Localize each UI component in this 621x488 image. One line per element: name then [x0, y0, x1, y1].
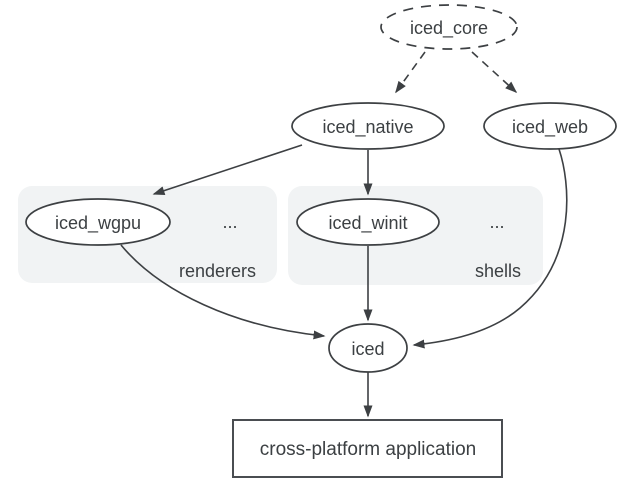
edge-wgpu-to-iced: [120, 244, 326, 340]
node-cross-platform-application: [232, 419, 503, 478]
shells-group-label: shells: [475, 261, 521, 281]
edge-core-to-native: [395, 51, 426, 94]
node-iced-winit-label: iced_winit: [328, 213, 407, 234]
node-iced-winit: [296, 198, 440, 246]
edge-native-to-wgpu: [152, 144, 303, 195]
node-cross-platform-application-label: cross-platform application: [260, 439, 476, 460]
node-iced-web: [483, 102, 617, 150]
edge-web-to-iced: [412, 148, 568, 349]
node-iced: [328, 323, 408, 373]
edge-core-to-web: [471, 51, 518, 94]
node-iced-wgpu: [25, 198, 171, 246]
node-iced-native: [291, 102, 445, 150]
renderers-ellipsis: ...: [222, 212, 237, 232]
node-iced-core: [380, 4, 518, 50]
node-iced-native-label: iced_native: [322, 117, 413, 138]
node-iced-wgpu-label: iced_wgpu: [55, 213, 141, 234]
node-iced-label: iced: [351, 339, 384, 359]
node-iced-web-label: iced_web: [512, 117, 588, 138]
node-iced-core-label: iced_core: [410, 18, 488, 39]
shells-ellipsis: ...: [489, 212, 504, 232]
renderers-group-label: renderers: [179, 261, 256, 281]
